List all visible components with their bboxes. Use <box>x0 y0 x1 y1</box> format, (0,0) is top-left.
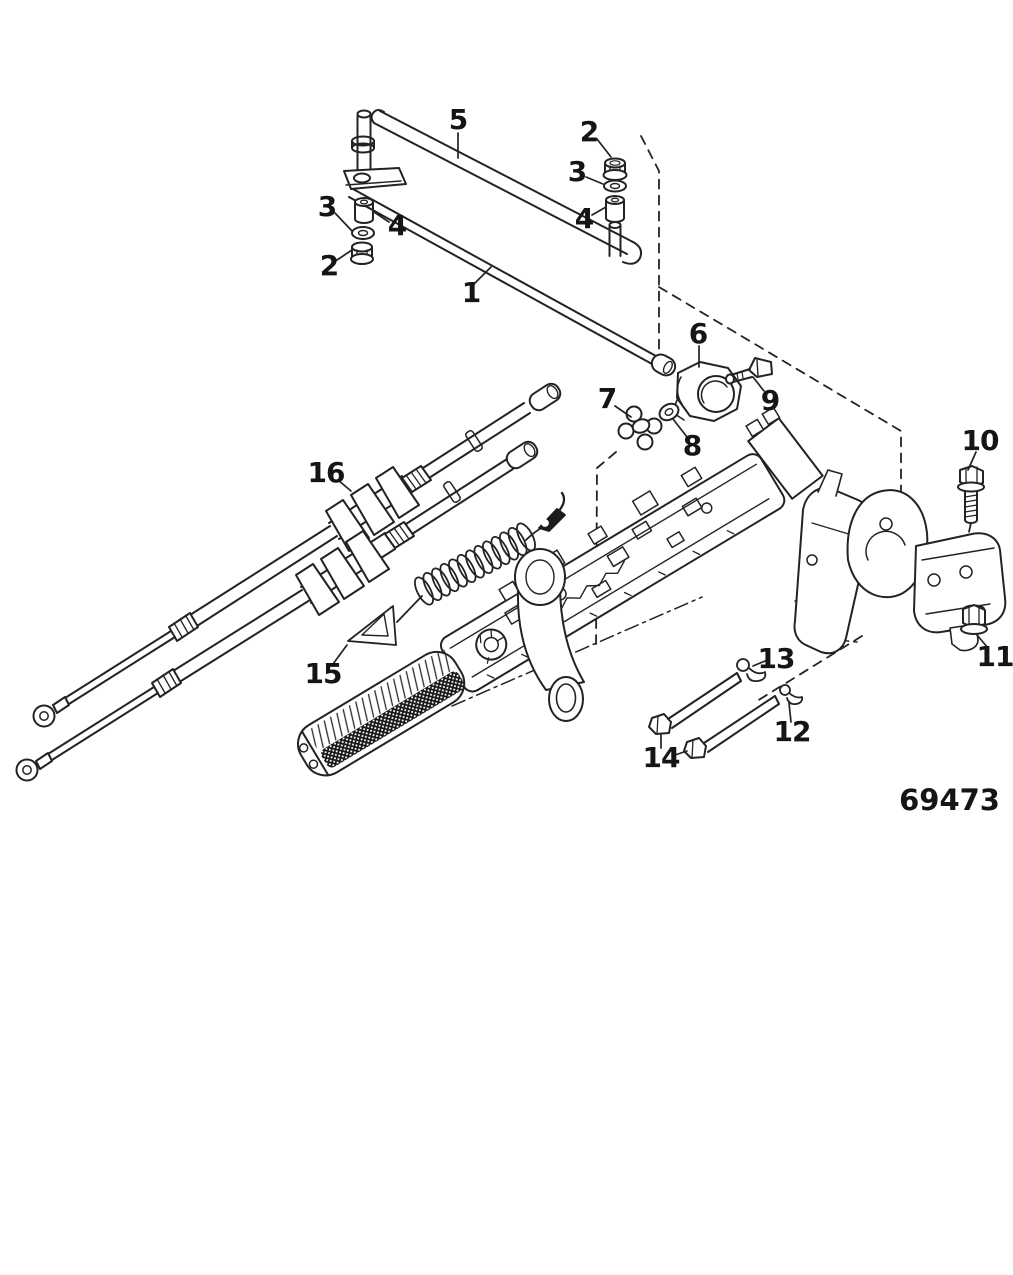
bolt-part9 <box>725 357 773 385</box>
callout-2-right: 2 <box>579 115 600 148</box>
callout-11: 11 <box>976 640 1013 673</box>
cable-fin <box>320 547 365 600</box>
callout-4-right: 4 <box>574 202 595 235</box>
tie-bar-elbow <box>370 109 385 124</box>
cable-fin <box>295 563 340 616</box>
callout-6: 6 <box>688 317 709 350</box>
spacer-part4-right <box>605 195 625 223</box>
knob-part7 <box>617 405 663 451</box>
dash-dot-centerline <box>451 596 703 707</box>
flange-locknut-part11 <box>960 604 988 635</box>
cable-fin <box>350 483 395 536</box>
callout-9: 9 <box>760 384 781 417</box>
bushing-block-part6 <box>671 361 742 422</box>
callout-13: 13 <box>757 642 796 675</box>
callout-10: 10 <box>961 424 1000 457</box>
locknut-part2-left <box>350 241 374 265</box>
latch-clip-part12 <box>779 684 804 706</box>
callout-7: 7 <box>597 382 618 415</box>
callout-5: 5 <box>448 103 469 136</box>
hex-bolts-part14 <box>648 672 780 759</box>
casting-hump <box>846 489 929 599</box>
cable-eyelet <box>15 758 39 782</box>
spacer-part4-left <box>354 197 374 224</box>
actuator-end-plate <box>747 417 824 500</box>
callout-2-left: 2 <box>319 249 340 282</box>
callout-8: 8 <box>682 429 703 462</box>
cable-fin <box>375 466 420 519</box>
drawing-number: 69473 <box>899 783 1000 817</box>
steering-cables-part16 <box>15 382 562 782</box>
cable-upper <box>32 382 562 728</box>
washer-part8 <box>658 402 680 422</box>
dashed-line <box>756 635 863 702</box>
dashed-line <box>640 135 660 374</box>
cable-lower <box>15 440 539 782</box>
flange-bolt-part10 <box>957 465 985 524</box>
callout-leader-lines <box>332 132 989 757</box>
callout-14: 14 <box>642 741 681 774</box>
callout-15: 15 <box>304 657 343 690</box>
actuator-grip <box>296 648 466 777</box>
swing-arm <box>514 548 585 722</box>
callout-12: 12 <box>773 715 812 748</box>
latch-clip-part13 <box>736 658 767 683</box>
fastener-stack-left <box>350 197 375 265</box>
lanyard-spring-part15 <box>347 491 566 646</box>
fastener-stack-right <box>602 157 628 223</box>
tie-bar-elbow <box>622 241 643 265</box>
callout-3-right: 3 <box>567 155 588 188</box>
washer-part3-left <box>351 226 375 240</box>
callout-1: 1 <box>461 276 482 309</box>
locknut-part2-right <box>602 157 628 181</box>
washer-part3-right <box>603 179 627 193</box>
link-rod-part1 <box>348 188 677 377</box>
callout-3-left: 3 <box>317 190 338 223</box>
cable-eyelet <box>32 704 56 728</box>
callout-4-left: 4 <box>387 209 408 242</box>
cable-fin <box>345 530 390 583</box>
callout-16: 16 <box>307 456 346 489</box>
tie-bar-part5 <box>351 109 643 265</box>
bracket-plate <box>343 167 407 190</box>
